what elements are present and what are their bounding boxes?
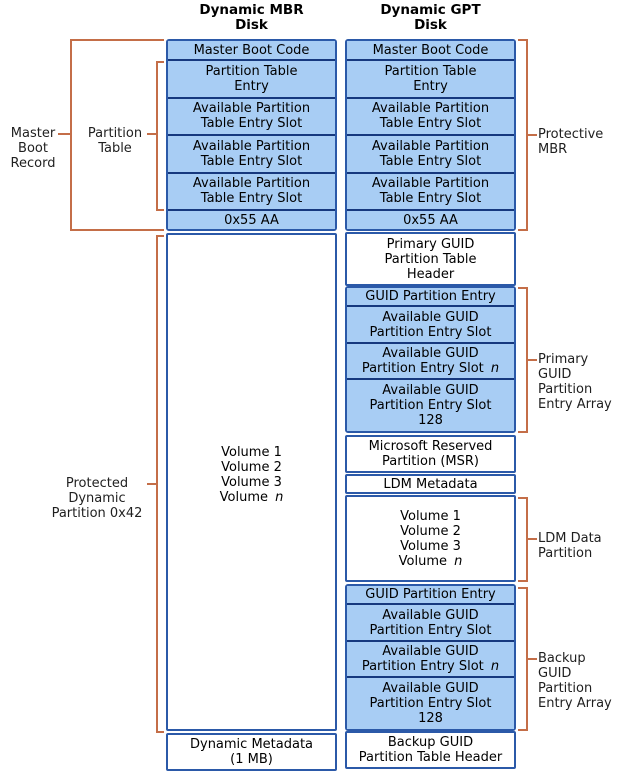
protected-partition-bracket — [156, 235, 164, 733]
protected-partition-tick — [147, 483, 156, 485]
ldm-metadata-box: LDM Metadata — [345, 474, 516, 494]
master-boot-record-bracket — [70, 39, 164, 231]
primary-guid-array-tick — [528, 359, 537, 361]
partition-cell: GUID Partition Entry — [347, 288, 514, 306]
ldm-data-partition-tick — [528, 538, 537, 540]
partition-cell: Master Boot Code — [168, 41, 335, 59]
partition-table-bracket — [156, 61, 164, 211]
partition-cell: 0x55 AA — [168, 209, 335, 229]
master-boot-record-tick — [58, 133, 70, 135]
dynamic-metadata-box: Dynamic Metadata(1 MB) — [166, 733, 337, 771]
partition-table-tick — [147, 133, 156, 135]
backup-guid-array-tick — [528, 658, 537, 660]
protective-mbr-bracket — [518, 39, 528, 231]
backup-guid-array-bracket — [518, 587, 528, 731]
partition-cell: GUID Partition Entry — [347, 586, 514, 604]
ldm-data-partition-bracket — [518, 497, 528, 582]
primary-guid-array-bracket — [518, 287, 528, 433]
protective-mbr-tick — [528, 134, 537, 136]
partition-cell: Master Boot Code — [347, 41, 514, 59]
partition-cell: 0x55 AA — [347, 209, 514, 229]
